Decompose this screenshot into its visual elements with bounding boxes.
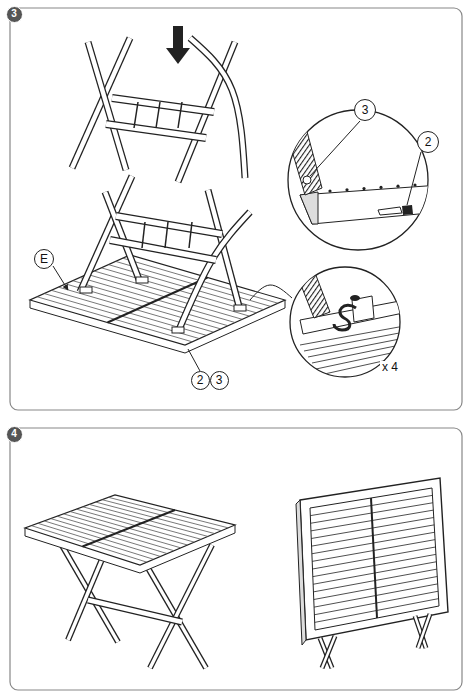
callout-letter: E <box>34 249 54 269</box>
leader-line <box>310 121 360 176</box>
leg-beam <box>418 614 430 648</box>
callout-text: 3 <box>362 104 369 116</box>
plank-line <box>312 343 410 363</box>
hole <box>362 187 365 190</box>
mounting-block <box>234 305 246 311</box>
leg-beam <box>418 614 430 648</box>
detail-bracket <box>290 265 410 377</box>
hole <box>345 188 348 191</box>
step-number: 4 <box>6 426 23 443</box>
slat-line <box>314 588 376 600</box>
callout-text: 2 <box>425 136 432 148</box>
step-3-figure <box>30 26 285 371</box>
leg-beam <box>88 42 126 170</box>
bolt-nut <box>402 205 413 215</box>
slat-line <box>314 603 376 615</box>
callout-text: 2 <box>197 374 204 386</box>
leg-beam <box>110 240 216 260</box>
center-rail <box>83 510 176 547</box>
ladder-slat <box>156 102 160 128</box>
leg-beam <box>322 636 335 668</box>
folded-edge <box>296 500 306 645</box>
slat-line <box>310 506 371 516</box>
slat-line <box>377 599 439 611</box>
leg-beam <box>88 600 182 622</box>
callout-number: 2 <box>417 131 439 153</box>
table-top <box>30 255 285 345</box>
leg-beam <box>112 98 214 112</box>
slat-line <box>314 596 376 608</box>
leg-beam <box>208 190 240 310</box>
slat-line <box>311 513 372 523</box>
step-4-figure <box>25 478 448 668</box>
rail-beam <box>300 185 440 224</box>
leg-beam <box>105 192 140 282</box>
hole <box>350 295 360 301</box>
hole <box>396 185 399 188</box>
ladder-slat <box>189 222 192 248</box>
callout-text: E <box>40 253 48 265</box>
ladder-slat <box>142 222 145 248</box>
leader-line <box>53 266 68 290</box>
leg-beam <box>208 190 240 310</box>
hole <box>328 189 331 192</box>
callout-text: 3 <box>11 9 17 19</box>
leg-beam <box>112 98 214 112</box>
callout-number: 3 <box>210 371 229 390</box>
ladder-slat <box>165 222 168 248</box>
hole <box>413 183 416 186</box>
leg-beam <box>116 216 222 234</box>
mounting-block <box>172 327 184 333</box>
leg-beam <box>116 216 222 234</box>
leg-beam <box>88 600 182 622</box>
table-top <box>25 495 235 565</box>
folded-top <box>300 478 448 640</box>
leg-beam <box>322 636 335 668</box>
slat-line <box>375 569 437 580</box>
step-panel <box>10 8 462 410</box>
callout-number: 2 <box>191 371 210 390</box>
step-number: 3 <box>6 6 23 23</box>
plank-line <box>304 331 410 351</box>
hook-bracket <box>334 305 356 330</box>
quantity-label: x 4 <box>380 361 400 373</box>
plank-line <box>320 355 410 375</box>
callout-text: 3 <box>216 374 223 386</box>
step-panel <box>10 428 462 690</box>
callout-text: 4 <box>11 429 17 439</box>
bolt-shaft <box>378 207 402 215</box>
detail-bolt <box>280 105 440 250</box>
rail-end <box>300 192 318 224</box>
slat-line <box>376 584 438 596</box>
plank-line <box>308 337 410 357</box>
leg-detail <box>280 105 322 195</box>
hole <box>379 186 382 189</box>
slat-line <box>376 591 438 603</box>
detail-circle <box>288 110 428 250</box>
ladder-slat <box>178 102 182 128</box>
mounting-block <box>80 287 92 293</box>
leg-beam <box>105 192 140 282</box>
slat-line <box>376 577 438 589</box>
direction-arrow <box>166 26 190 64</box>
leg-detail <box>295 265 330 318</box>
ladder-slat <box>134 102 138 128</box>
bolt-head <box>303 176 311 184</box>
leader-line <box>188 349 200 371</box>
leg-beam <box>110 240 216 260</box>
leader-line <box>407 152 421 205</box>
callout-number: 3 <box>354 99 376 121</box>
leader-line <box>250 285 292 300</box>
mounting-block <box>136 277 148 283</box>
leg-beam <box>88 42 126 170</box>
frame-border <box>310 488 439 630</box>
slat-line <box>315 611 377 623</box>
